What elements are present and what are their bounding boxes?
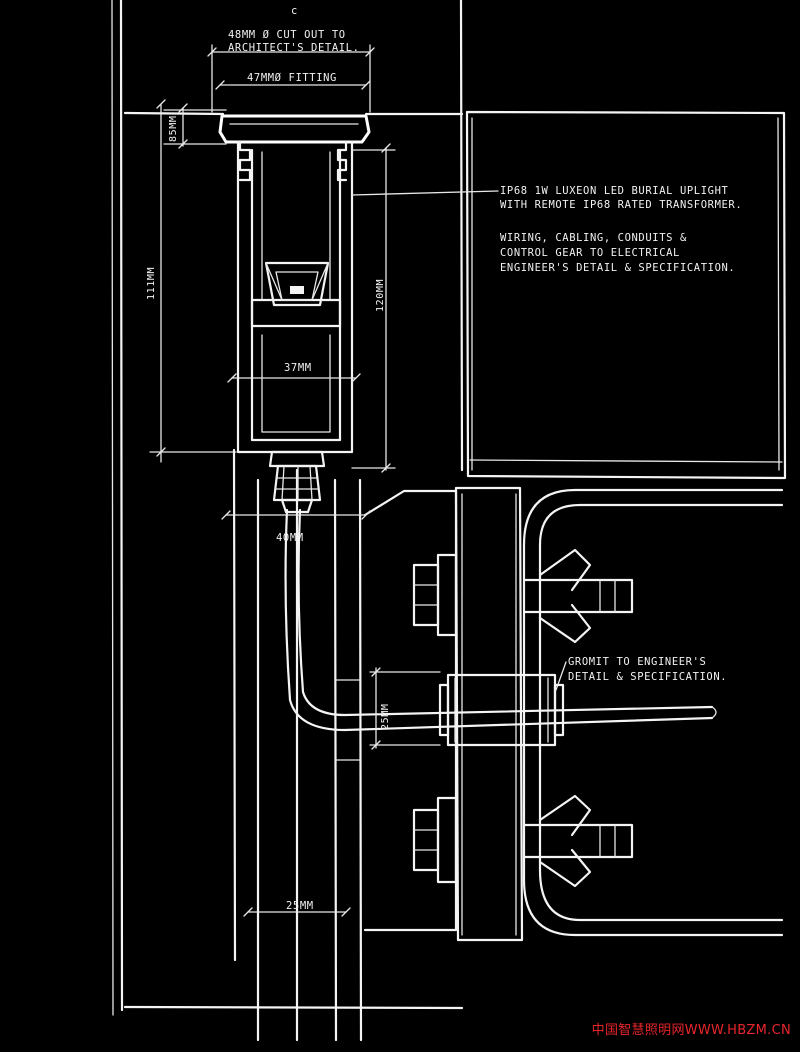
dimension-111mm-label: 111MM (146, 267, 157, 300)
wiring-note-line1: WIRING, CABLING, CONDUITS & (500, 232, 687, 244)
dimension-25mm-vertical-label: 25MM (380, 704, 391, 730)
dimension-25mm-horizontal-label: 25MM (286, 900, 314, 912)
watermark-text: 中国智慧照明网WWW.HBZM.CN (591, 1023, 791, 1038)
slab-outline (111, 0, 464, 1016)
top-mark: c (291, 5, 298, 17)
uplight-note-line1: IP68 1W LUXEON LED BURIAL UPLIGHT (500, 185, 728, 197)
dimension-37mm-label: 37MM (284, 362, 312, 374)
bracket-plate (363, 486, 524, 942)
gromit-note-line2: DETAIL & SPECIFICATION. (568, 671, 727, 683)
uplight-luminaire (218, 114, 371, 514)
right-panel (465, 110, 787, 480)
dimension-lines (149, 44, 567, 917)
dimension-40mm-label: 40MM (276, 532, 304, 544)
wiring-note-line3: ENGINEER'S DETAIL & SPECIFICATION. (500, 262, 735, 274)
wiring-note-line2: CONTROL GEAR TO ELECTRICAL (500, 247, 680, 259)
bolt-lower (412, 794, 634, 888)
dimension-120mm-label: 120MM (375, 279, 386, 312)
uplight-note-line2: WITH REMOTE IP68 RATED TRANSFORMER. (500, 199, 742, 211)
gromit-note-line1: GROMIT TO ENGINEER'S (568, 656, 706, 668)
fitting-dimension-label: 47MMØ FITTING (247, 72, 337, 84)
lower-wall (232, 448, 363, 1042)
dimension-85mm-label: 85MM (168, 116, 179, 142)
bolt-upper (412, 548, 634, 644)
annotations: 48MM Ø CUT OUT TO ARCHITECT'S DETAIL. 47… (146, 29, 742, 912)
cutout-note-line1: 48MM Ø CUT OUT TO (228, 29, 346, 41)
cable (284, 508, 717, 732)
cutout-note-line2: ARCHITECT'S DETAIL. (228, 42, 360, 54)
